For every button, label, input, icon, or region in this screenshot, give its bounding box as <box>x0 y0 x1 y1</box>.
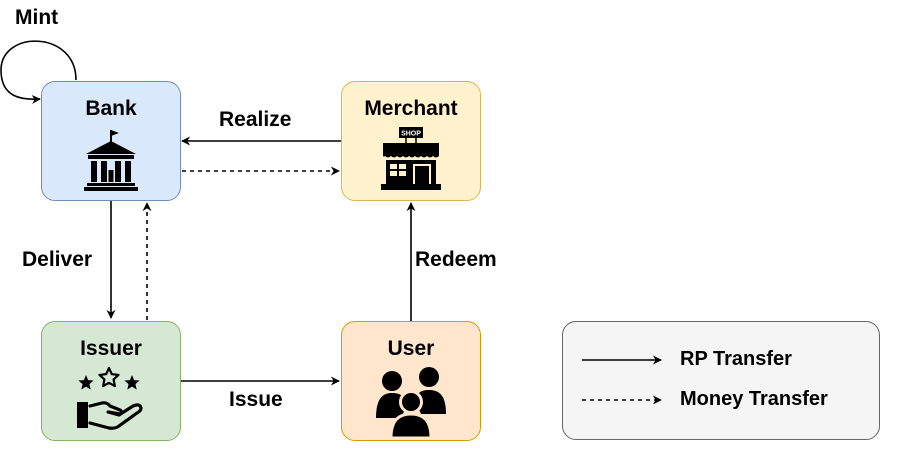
bank-building-icon <box>84 130 138 191</box>
legend-money-transfer-label: Money Transfer <box>680 388 828 410</box>
shop-icon: SHOP <box>381 127 441 190</box>
edge-label-issue: Issue <box>229 388 283 411</box>
node-merchant-label: Merchant <box>364 97 458 120</box>
hand-stars-icon <box>77 366 143 430</box>
edge-label-deliver: Deliver <box>22 248 93 271</box>
legend-rp-transfer-label: RP Transfer <box>680 348 792 370</box>
node-issuer: Issuer <box>41 321 181 441</box>
node-merchant: Merchant SHOP <box>341 81 481 201</box>
edge-label-mint: Mint <box>15 6 59 29</box>
edge-label-redeem: Redeem <box>415 248 497 271</box>
user-group-icon <box>376 367 446 438</box>
edge-label-realize: Realize <box>219 108 292 131</box>
legend-swatches <box>582 355 662 404</box>
node-issuer-label: Issuer <box>80 337 142 360</box>
node-bank-label: Bank <box>85 97 137 120</box>
edge-mint <box>0 40 77 104</box>
node-bank: Bank <box>41 81 181 201</box>
node-user: User <box>341 321 481 441</box>
legend-box: RP Transfer Money Transfer <box>562 321 880 440</box>
node-user-label: User <box>387 337 435 360</box>
shop-sign-text: SHOP <box>401 131 421 138</box>
